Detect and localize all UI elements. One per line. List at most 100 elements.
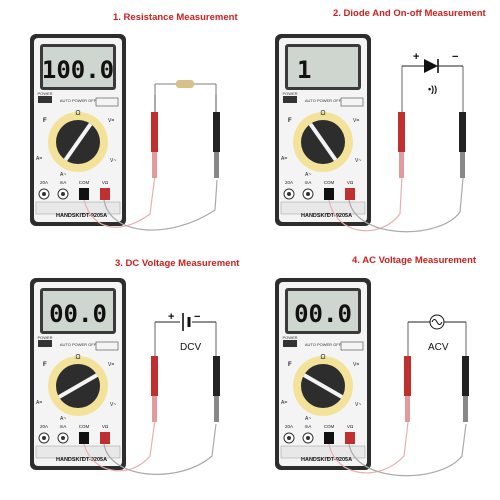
- svg-text:mA: mA: [305, 180, 312, 185]
- svg-text:−: −: [194, 311, 200, 323]
- multimeter-2: 1 POWER AUTO POWER OFF Ω F V= V~ A= A~ 2…: [275, 34, 371, 226]
- svg-text:mA: mA: [60, 424, 67, 429]
- red-probe: [151, 356, 158, 396]
- lcd-reading: 100.0: [42, 56, 114, 84]
- svg-text:+: +: [168, 311, 174, 323]
- lcd-screen: [43, 47, 113, 87]
- lcd-reading: 1: [297, 56, 311, 84]
- svg-text:VΩ: VΩ: [102, 424, 109, 429]
- v-ohm-jack[interactable]: [345, 188, 355, 200]
- resistor: [176, 80, 194, 88]
- svg-text:VΩ: VΩ: [347, 180, 354, 185]
- com-jack[interactable]: [324, 432, 334, 444]
- svg-text:AUTO POWER OFF: AUTO POWER OFF: [305, 98, 342, 103]
- svg-text:V~: V~: [355, 402, 361, 408]
- svg-text:COM: COM: [324, 180, 335, 185]
- black-probe: [213, 356, 220, 396]
- svg-text:COM: COM: [79, 180, 90, 185]
- multimeter-4: 00.0 POWER AUTO POWER OFF Ω F V= V~ A= A…: [275, 278, 371, 470]
- multimeter-1: 100.0 POWER AUTO POWER OFF Ω F V= V~ A= …: [30, 34, 126, 226]
- v-ohm-jack[interactable]: [100, 432, 110, 444]
- panel-3-title: 3. DC Voltage Measurement: [115, 258, 240, 269]
- svg-text:AUTO POWER OFF: AUTO POWER OFF: [305, 342, 342, 347]
- svg-text:HANDSKIT: HANDSKIT: [56, 457, 85, 463]
- minus-sign: −: [452, 51, 458, 63]
- ohm-label: Ω: [75, 110, 80, 117]
- svg-text:AUTO POWER OFF: AUTO POWER OFF: [60, 342, 97, 347]
- svg-text:COM: COM: [324, 424, 335, 429]
- lcd-screen: [43, 291, 113, 331]
- svg-text:V~: V~: [110, 158, 116, 164]
- svg-text:A=: A=: [281, 156, 287, 162]
- power-button[interactable]: [283, 340, 297, 347]
- svg-text:V=: V=: [353, 362, 359, 368]
- lcd-screen: [288, 47, 358, 87]
- svg-text:mA: mA: [305, 424, 312, 429]
- svg-text:20A: 20A: [285, 424, 293, 429]
- svg-text:V=: V=: [108, 362, 114, 368]
- lcd-reading: 00.0: [49, 300, 107, 328]
- svg-text:A=: A=: [281, 400, 287, 406]
- svg-text:F: F: [288, 362, 292, 368]
- svg-text:DT-9205A: DT-9205A: [327, 213, 352, 219]
- svg-text:A~: A~: [305, 416, 311, 422]
- acv-label: ACV: [428, 342, 449, 353]
- svg-text:DT-9205A: DT-9205A: [82, 457, 107, 463]
- svg-text:POWER: POWER: [282, 91, 297, 96]
- panel-2-title: 2. Diode And On-off Measurement: [333, 8, 486, 19]
- red-probe: [151, 112, 158, 152]
- power-button[interactable]: [38, 96, 52, 103]
- svg-text:POWER: POWER: [37, 335, 52, 340]
- svg-text:POWER: POWER: [282, 335, 297, 340]
- model-label: DT-9205A: [82, 213, 107, 219]
- svg-text:20A: 20A: [40, 180, 48, 185]
- black-probe: [459, 112, 466, 152]
- svg-text:A=: A=: [36, 156, 42, 162]
- svg-text:COM: COM: [79, 424, 90, 429]
- svg-text:V=: V=: [353, 118, 359, 124]
- v-ohm-jack[interactable]: [100, 188, 110, 200]
- dcv-label: DCV: [180, 342, 201, 353]
- com-jack[interactable]: [324, 188, 334, 200]
- svg-text:DT-9205A: DT-9205A: [327, 457, 352, 463]
- svg-text:F: F: [43, 362, 47, 368]
- red-probe: [404, 356, 411, 396]
- svg-text:F: F: [288, 118, 292, 124]
- auto-off-label: AUTO POWER OFF: [60, 98, 97, 103]
- svg-text:HANDSKIT: HANDSKIT: [301, 213, 330, 219]
- plus-sign: +: [413, 51, 419, 63]
- diode-symbol: [424, 59, 438, 73]
- panel-4-title: 4. AC Voltage Measurement: [352, 255, 477, 266]
- power-button[interactable]: [38, 340, 52, 347]
- svg-text:Ω: Ω: [320, 110, 325, 117]
- com-jack[interactable]: [79, 432, 89, 444]
- svg-text:F: F: [43, 118, 47, 124]
- multimeter-3: 00.0 POWER AUTO POWER OFF Ω F V= V~ A= A…: [30, 278, 126, 470]
- svg-text:A~: A~: [60, 416, 66, 422]
- v-ohm-jack[interactable]: [345, 432, 355, 444]
- svg-text:Ω: Ω: [320, 354, 325, 361]
- svg-text:V~: V~: [110, 402, 116, 408]
- com-jack[interactable]: [79, 188, 89, 200]
- svg-text:20A: 20A: [40, 424, 48, 429]
- svg-text:Ω: Ω: [75, 354, 80, 361]
- power-label: POWER: [37, 91, 52, 96]
- svg-text:A~: A~: [60, 172, 66, 178]
- brand-label: HANDSKIT: [56, 213, 85, 219]
- lcd-reading: 00.0: [294, 300, 352, 328]
- svg-text:A~: A~: [305, 172, 311, 178]
- svg-text:VΩ: VΩ: [102, 180, 109, 185]
- svg-text:A=: A=: [36, 400, 42, 406]
- svg-text:HANDSKIT: HANDSKIT: [301, 457, 330, 463]
- red-probe: [398, 112, 405, 152]
- black-probe: [213, 112, 220, 152]
- continuity-icon: •)): [428, 84, 437, 94]
- lcd-screen: [288, 291, 358, 331]
- power-button[interactable]: [283, 96, 297, 103]
- svg-text:20A: 20A: [285, 180, 293, 185]
- svg-text:mA: mA: [60, 180, 67, 185]
- black-probe: [462, 356, 469, 396]
